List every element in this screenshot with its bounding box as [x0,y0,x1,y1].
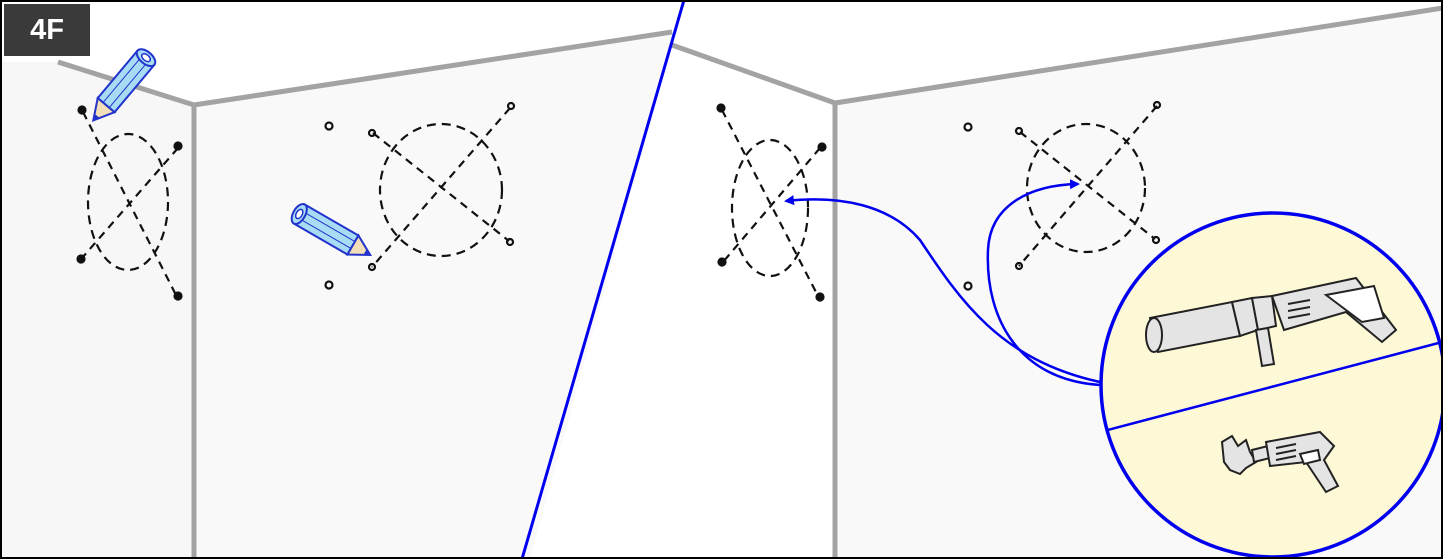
mark-point [717,257,727,267]
pencil-icon [91,48,157,123]
mark-point [506,101,516,111]
arrow-icon [784,195,1101,384]
step-label: 4F [4,4,90,56]
mark-point [173,291,183,301]
front-wall-hole-layout [324,101,516,290]
mark-point [817,142,827,152]
hole-outline-ellipse [86,132,170,272]
inset-circle [1099,211,1443,559]
mark-point [1014,126,1024,136]
mark-point [963,122,973,132]
diagonal-guide [81,147,179,259]
right-wall-side [530,45,835,559]
mark-point [173,141,183,151]
mark-point [815,292,825,302]
mark-point [1014,261,1024,271]
right-scene [530,5,1443,559]
inset-divider [1101,338,1443,434]
diagonal-guide [1018,105,1158,267]
mark-point [367,262,377,272]
mark-point [324,280,334,290]
hole-outline-ellipse [730,138,810,278]
diagonal-guide [721,109,819,297]
tool-inset [1099,211,1443,559]
hole-outline-circle [1025,122,1147,254]
mark-point [716,103,726,113]
arrow-icon [986,179,1101,387]
mark-point [1151,235,1161,245]
left-scene [0,29,673,559]
hole-outline-circle [378,122,504,258]
scene-divider [520,0,686,559]
side-wall-hole-layout [716,103,827,302]
mark-point [963,281,973,291]
left-wall-side [0,62,194,559]
diagonal-guide [371,107,511,268]
mark-point [76,254,86,264]
mark-point [1152,100,1162,110]
mark-point [77,105,87,115]
hole-saw-drill-icon [1220,430,1340,494]
left-wall-front [194,32,672,559]
mark-point [367,128,377,138]
mark-point [324,121,334,131]
pencil-icon [290,203,373,257]
diagonal-guide [722,147,821,263]
side-wall-hole-layout [76,105,183,301]
mark-point [505,237,515,247]
front-wall-hole-layout [963,100,1162,291]
core-drill-icon [1145,276,1398,368]
